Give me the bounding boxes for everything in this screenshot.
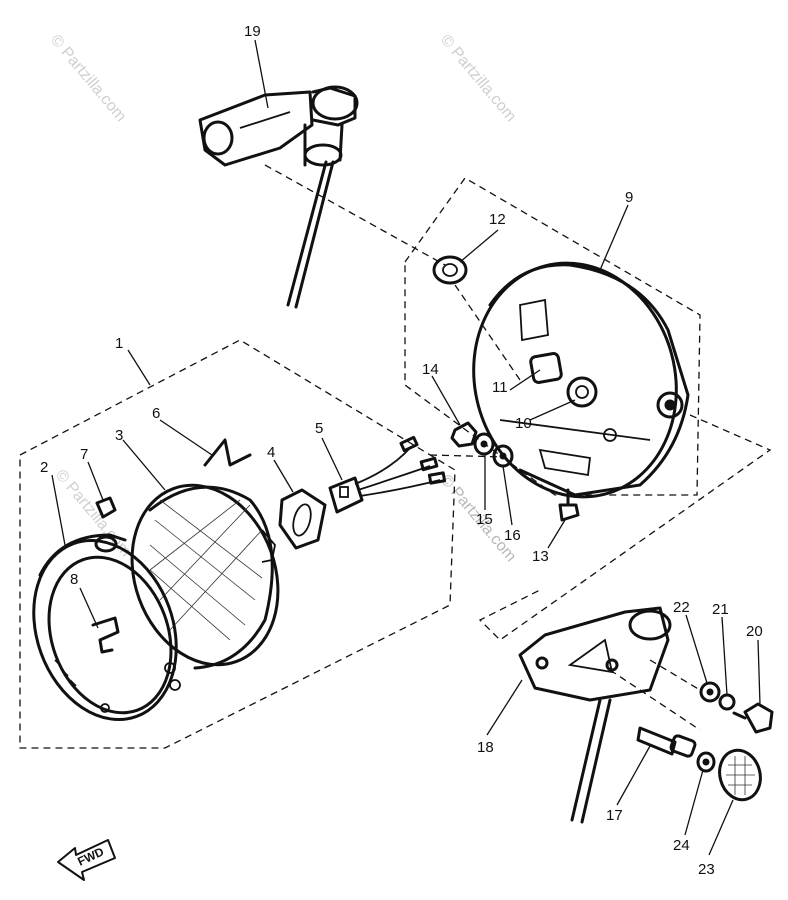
group-outlines: [19, 177, 772, 749]
cap-hardware-parts: [696, 748, 762, 802]
socket-connector-part: [328, 435, 447, 514]
callout-21: 21: [712, 601, 729, 618]
bulb-holder-part: [278, 488, 327, 550]
callout-23: 23: [698, 861, 715, 878]
headlight-body-group-outline: [404, 177, 701, 496]
callout-5: 5: [315, 420, 323, 437]
fwd-label: FWD: [75, 844, 106, 868]
bracket-hardware-parts: [699, 681, 774, 734]
grommet-part: [432, 255, 468, 285]
headlight-rim-part: [32, 533, 181, 722]
callout-14: 14: [422, 361, 439, 378]
headlight-housing-part: [472, 261, 690, 499]
watermarks: © Partzilla.com © Partzilla.com © Partzi…: [47, 32, 519, 566]
callout-24: 24: [673, 837, 690, 854]
spring-clip-part: [203, 438, 252, 467]
callout-19: 19: [244, 23, 261, 40]
rim-bracket-part: [91, 616, 120, 654]
callout-18: 18: [477, 739, 494, 756]
bolt-part: [636, 726, 697, 758]
callout-4: 4: [267, 444, 275, 461]
callout-2: 2: [40, 459, 48, 476]
callout-9: 9: [625, 189, 633, 206]
callout-7: 7: [80, 446, 88, 463]
callout-3: 3: [115, 427, 123, 444]
callout-8: 8: [70, 571, 78, 588]
headlight-unit-group-outline: [19, 339, 456, 749]
callout-22: 22: [673, 599, 690, 616]
callout-15: 15: [476, 511, 493, 528]
lower-bracket-reference: [478, 414, 772, 641]
callout-6: 6: [152, 405, 160, 422]
fwd-arrow-icon: FWD: [57, 839, 116, 881]
upper-bracket-part: [198, 85, 359, 309]
callout-1: 1: [115, 335, 123, 352]
lower-bracket-part: [518, 606, 672, 824]
callout-13: 13: [532, 548, 549, 565]
callout-17: 17: [606, 807, 623, 824]
callout-12: 12: [489, 211, 506, 228]
callout-20: 20: [746, 623, 763, 640]
watermark-top-right: © Partzilla.com: [437, 32, 519, 126]
rim-screw-part: [94, 496, 118, 553]
callout-11: 11: [492, 379, 508, 396]
leader-lines: [51, 39, 761, 856]
lens-unit-part: [130, 483, 280, 670]
callout-10: 10: [515, 415, 532, 432]
callout-labels: 1 2 3 4 5 6 7 8 9 10 11 12 13 14 15 16 1…: [40, 23, 763, 878]
callout-16: 16: [504, 527, 521, 544]
watermark-top-left: © Partzilla.com: [47, 32, 129, 126]
